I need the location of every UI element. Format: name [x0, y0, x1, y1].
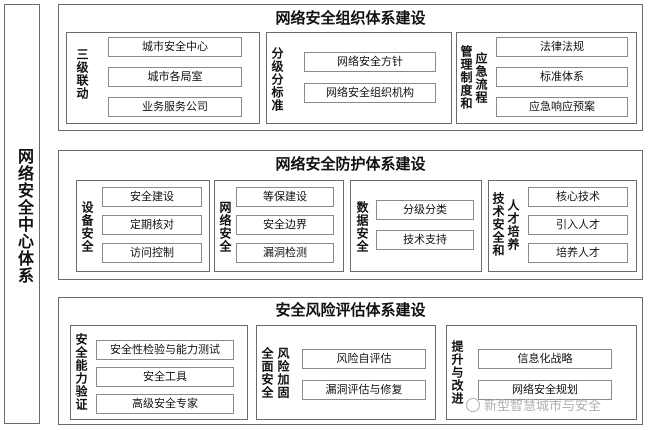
org-item-emergency-plan: 应急响应预案 [496, 97, 628, 117]
risk-item-it-strategy: 信息化战略 [478, 349, 612, 369]
org-item-policy: 网络安全方针 [304, 52, 436, 72]
main-title: 网络安全中心体系 [15, 148, 34, 284]
protect-group-4-label-a: 技术安全和 [491, 192, 505, 257]
org-group-3-label-a: 管理制度和 [459, 45, 473, 110]
risk-group-2-label-b: 风险加固 [276, 347, 290, 399]
org-group-2 [266, 32, 452, 124]
watermark-text: 新型智慧城市与安全 [484, 399, 602, 414]
protect-group-2-label: 网络安全 [218, 201, 232, 253]
risk-item-security-plan: 网络安全规划 [478, 380, 612, 400]
section-org-title: 网络安全组织体系建设 [275, 9, 426, 27]
org-group-2-label: 分级分标准 [270, 47, 284, 112]
risk-group-3-label: 提升与改进 [450, 340, 464, 405]
risk-group-2-label-a: 全面安全 [260, 347, 274, 399]
protect-item-core-tech: 核心技术 [528, 187, 628, 207]
section-risk-title: 安全风险评估体系建设 [275, 301, 426, 319]
risk-group-2 [256, 325, 436, 420]
main-title-frame [4, 4, 40, 424]
risk-item-security-testing: 安全性检验与能力测试 [96, 340, 234, 360]
org-item-city-security-center: 城市安全中心 [108, 37, 242, 57]
protect-item-boundary: 安全边界 [236, 215, 334, 235]
protect-item-level-protection: 等保建设 [236, 187, 334, 207]
protect-group-3-label: 数据安全 [355, 201, 369, 253]
protect-item-vuln-detect: 漏洞检测 [236, 243, 334, 263]
protect-item-tech-support: 技术支持 [376, 230, 474, 250]
watermark: 新型智慧城市与安全 [466, 395, 601, 414]
risk-item-security-experts: 高级安全专家 [96, 394, 234, 414]
org-group-3-label-b: 应急流程 [474, 52, 488, 104]
protect-item-classification: 分级分类 [376, 200, 474, 220]
risk-group-1-label: 安全能力验证 [74, 333, 88, 411]
protect-item-construction: 安全建设 [102, 187, 202, 207]
section-protect-title: 网络安全防护体系建设 [275, 155, 426, 173]
risk-item-self-assessment: 风险自评估 [302, 349, 426, 369]
protect-item-check: 定期核对 [102, 215, 202, 235]
protect-item-access-control: 访问控制 [102, 243, 202, 263]
org-item-laws: 法律法规 [496, 37, 628, 57]
protect-group-1-label: 设备安全 [80, 201, 94, 253]
protect-item-train-talent: 培养人才 [528, 243, 628, 263]
org-item-service-company: 业务服务公司 [108, 97, 242, 117]
org-item-organization: 网络安全组织机构 [304, 83, 436, 103]
risk-item-security-tools: 安全工具 [96, 367, 234, 387]
org-group-1-label: 三级联动 [75, 48, 89, 100]
wechat-logo-icon [466, 398, 480, 412]
protect-group-3 [350, 180, 482, 272]
protect-group-4-label-b: 人才培养 [506, 199, 520, 251]
org-item-standards: 标准体系 [496, 67, 628, 87]
protect-item-attract-talent: 引入人才 [528, 215, 628, 235]
risk-item-vuln-repair: 漏洞评估与修复 [302, 380, 426, 400]
org-item-city-bureaus: 城市各局室 [108, 67, 242, 87]
